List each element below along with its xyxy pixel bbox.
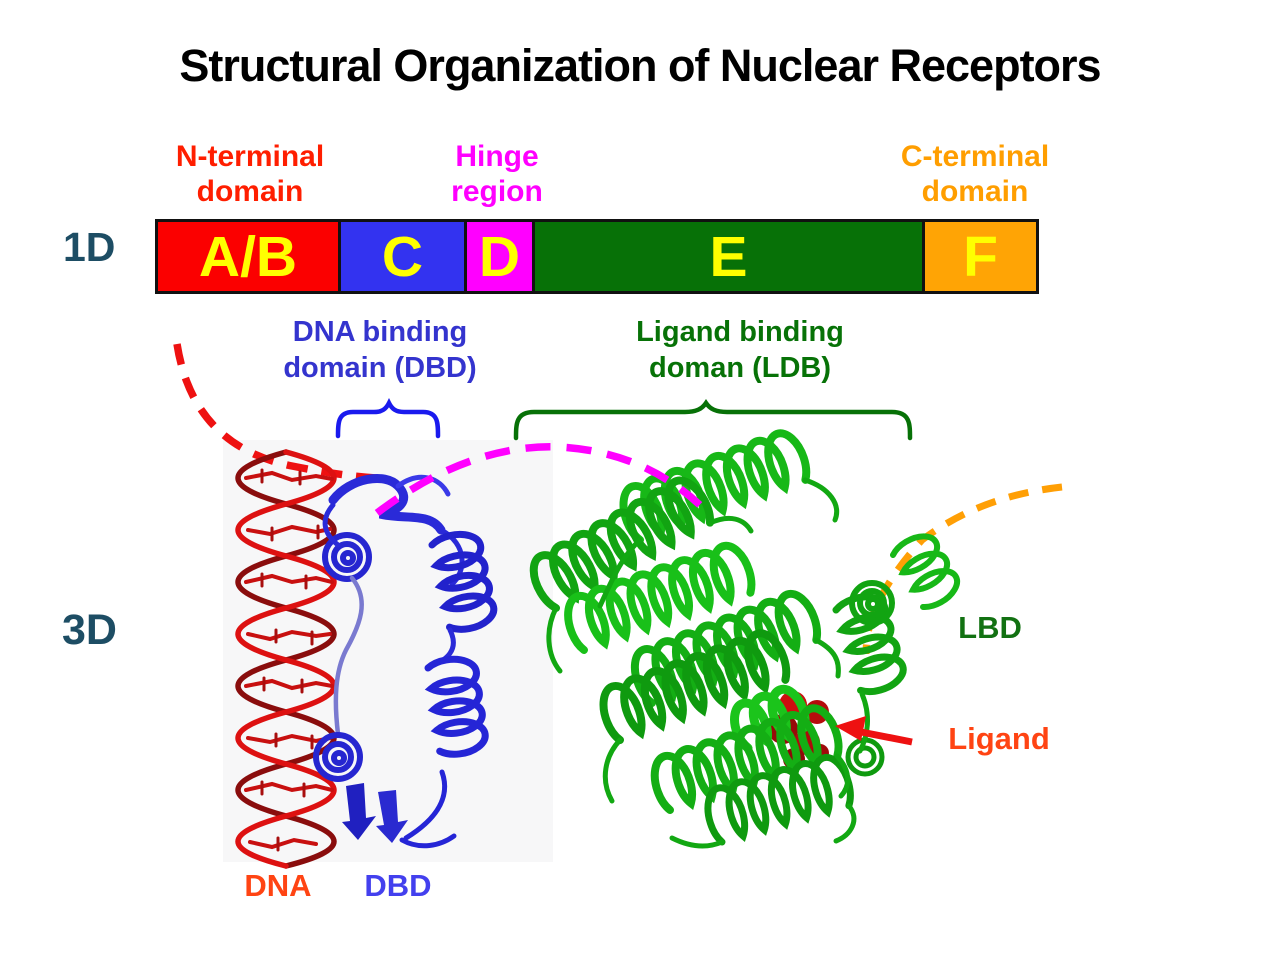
segment-e: E	[535, 222, 925, 291]
red-dashed-connector	[173, 343, 377, 482]
c-terminal-line1: C-terminal	[900, 140, 1050, 173]
domain-bar: A/B C D E F	[155, 219, 1039, 294]
dna-structure-label: DNA	[244, 868, 312, 903]
dbd-caption-line1: DNA binding	[292, 316, 468, 348]
lbd-caption-line1: Ligand binding	[636, 316, 844, 348]
lbd-structure	[525, 428, 963, 849]
lbd-brace	[513, 398, 913, 441]
n-terminal-line1: N-terminal	[175, 140, 325, 173]
dbd-brace	[335, 397, 441, 439]
lbd-caption-line2: doman (LDB)	[648, 352, 832, 384]
c-terminal-domain-label: C-terminal domain	[870, 139, 1080, 209]
n-terminal-domain-label: N-terminal domain	[145, 139, 355, 209]
row-label-1d: 1D	[63, 224, 116, 270]
lbd-structure-label: LBD	[958, 610, 1022, 645]
hinge-region-label: Hinge region	[392, 139, 602, 209]
magenta-dashed-connector	[374, 443, 710, 516]
ligand-structure-label: Ligand	[948, 721, 1050, 756]
row-label-3d: 3D	[62, 606, 117, 654]
segment-c: C	[341, 222, 467, 291]
dbd-caption-line2: domain (DBD)	[283, 352, 477, 384]
dbd-structure-label: DBD	[364, 868, 432, 903]
segment-d: D	[467, 222, 535, 291]
n-terminal-line2: domain	[196, 175, 304, 208]
segment-f: F	[925, 222, 1036, 291]
c-terminal-line2: domain	[921, 175, 1029, 208]
hinge-line2: region	[451, 175, 543, 208]
slide-title: Structural Organization of Nuclear Recep…	[179, 40, 1101, 91]
segment-ab: A/B	[158, 222, 341, 291]
dbd-caption: DNA binding domain (DBD)	[276, 314, 484, 386]
lbd-caption: Ligand binding doman (LDB)	[618, 314, 862, 386]
ligand-arrow	[835, 716, 913, 746]
hinge-line1: Hinge	[455, 140, 539, 173]
dbd-structure	[313, 474, 497, 849]
